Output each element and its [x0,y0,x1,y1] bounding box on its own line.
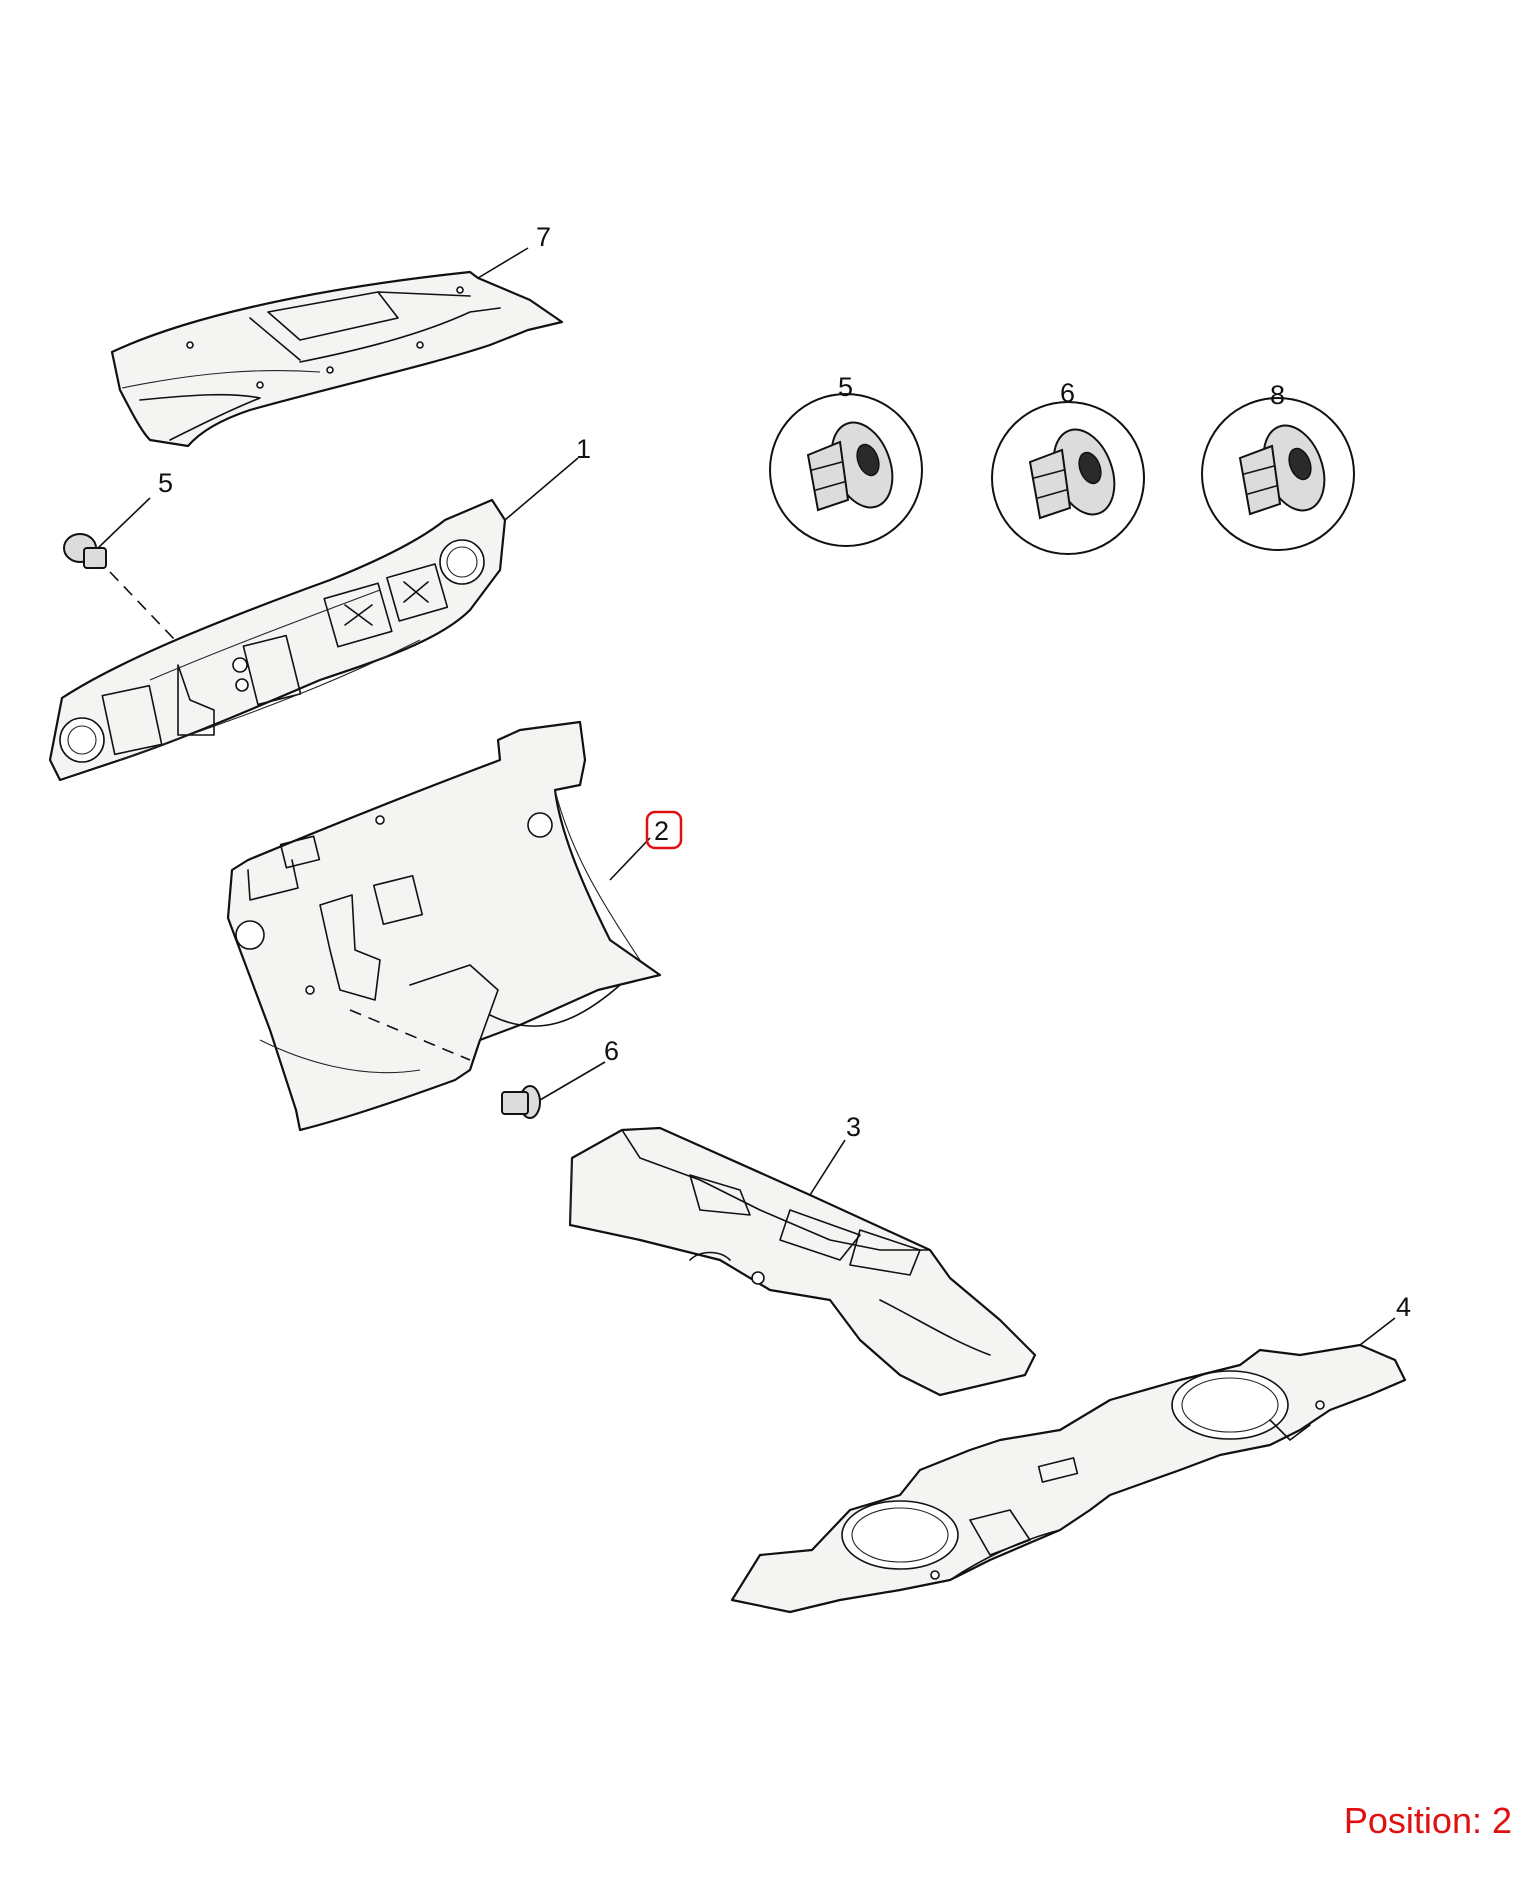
callout-7: 7 [536,222,551,252]
fastener-6-clip[interactable] [501,1061,606,1119]
callout-5-left: 5 [158,468,173,498]
fastener-5-dashed-path [109,571,176,641]
part-2-lower-insulator[interactable] [226,720,662,1132]
callout-3: 3 [846,1112,861,1142]
part-7-cowl-panel[interactable] [110,247,564,448]
part-4-rear-floor-insulator[interactable] [730,1317,1407,1614]
detail-fastener-8[interactable] [1201,397,1355,551]
callout-detail-6: 6 [1060,378,1075,408]
fastener-5-clip[interactable] [63,497,151,569]
callout-2: 2 [654,816,669,846]
part-1-dash-insulator[interactable] [48,457,579,782]
detail-fastener-6[interactable] [991,401,1145,555]
callout-detail-5: 5 [838,372,853,402]
callout-2-highlight [645,810,683,850]
detail-fastener-5[interactable] [769,393,923,547]
callout-6-lower: 6 [604,1036,619,1066]
position-label: Position: 2 [1343,1800,1512,1841]
fastener-6-dashed-path [349,1009,471,1061]
callout-4: 4 [1396,1292,1411,1322]
part-3-console-insulator[interactable] [568,1126,1037,1397]
callout-1: 1 [576,434,591,464]
callout-detail-8: 8 [1270,380,1285,410]
